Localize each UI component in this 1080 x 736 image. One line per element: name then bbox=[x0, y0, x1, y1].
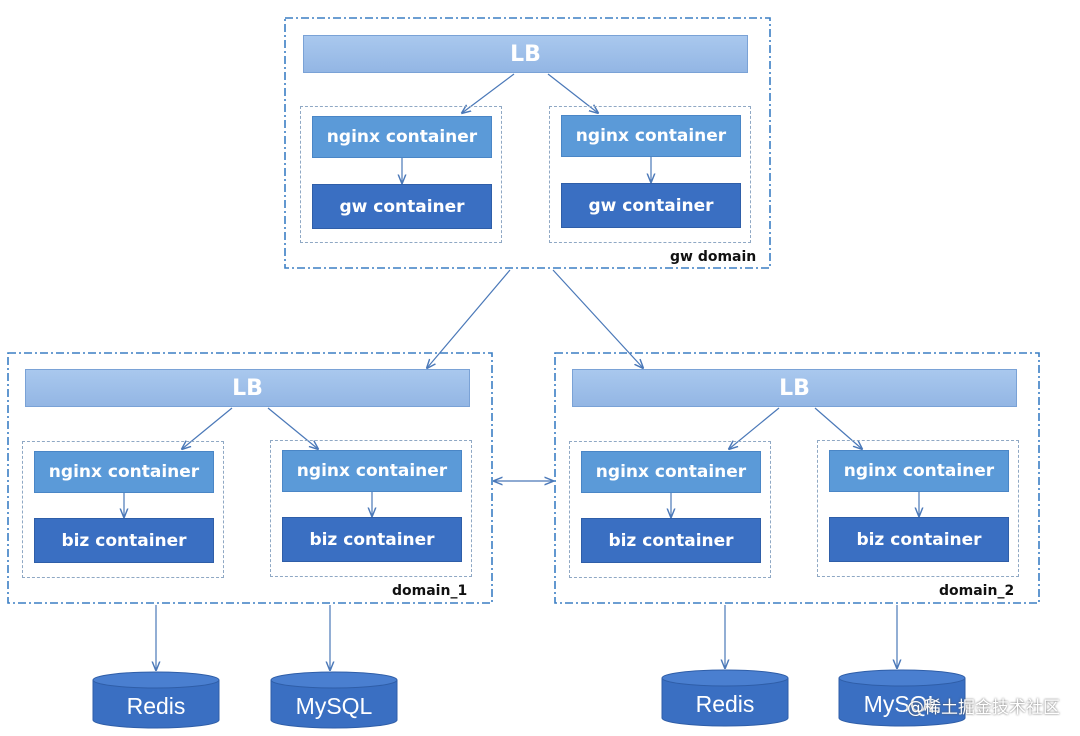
domain-2-redis-db: Redis bbox=[661, 669, 789, 727]
domain-1-redis-db: Redis bbox=[92, 671, 220, 729]
arrow-gw-to-domain-2 bbox=[552, 269, 643, 368]
domain-1-nginx-container-2: nginx container bbox=[282, 450, 462, 492]
gw-nginx-container-1: nginx container bbox=[312, 116, 492, 158]
arrow-d1-lb-to-nginx-1 bbox=[182, 407, 233, 449]
database-cylinder-icon bbox=[270, 671, 398, 729]
domain-1-mysql-db: MySQL bbox=[270, 671, 398, 729]
database-label: MySQL bbox=[863, 691, 941, 717]
domain-1-nginx-container-1: nginx container bbox=[34, 451, 214, 493]
domain-2-border bbox=[554, 352, 1040, 604]
domain-2-nginx-container-1: nginx container bbox=[581, 451, 761, 493]
domain-2-biz-container-2: biz container bbox=[829, 517, 1009, 562]
domain-1-lb: LB bbox=[25, 369, 470, 407]
domain-2-label: domain_2 bbox=[939, 583, 1015, 599]
domain-2-mysql-db: MySQL bbox=[838, 669, 966, 727]
gw-lb: LB bbox=[303, 35, 748, 73]
watermark: @稀土掘金技术社区 bbox=[907, 698, 1060, 718]
gw-container-2: gw container bbox=[561, 183, 741, 228]
domain-2-biz-container-1: biz container bbox=[581, 518, 761, 563]
domain-1-border bbox=[7, 352, 493, 604]
database-cylinder-icon bbox=[661, 669, 789, 727]
domain-2-pod-1 bbox=[569, 441, 771, 578]
domain-2-lb: LB bbox=[572, 369, 1017, 407]
domain-1-biz-container-2: biz container bbox=[282, 517, 462, 562]
arrow-d2-lb-to-nginx-1 bbox=[729, 407, 780, 449]
domain-2-nginx-container-2: nginx container bbox=[829, 450, 1009, 492]
gw-container-1: gw container bbox=[312, 184, 492, 229]
domain-2-pod-2 bbox=[817, 440, 1019, 577]
domain-1-pod-2 bbox=[270, 440, 472, 577]
gw-domain-border bbox=[284, 17, 771, 269]
gw-nginx-container-2: nginx container bbox=[561, 115, 741, 157]
database-label: Redis bbox=[695, 691, 755, 717]
domain-1-biz-container-1: biz container bbox=[34, 518, 214, 563]
arrow-d2-lb-to-nginx-2 bbox=[814, 407, 862, 449]
gw-pod-1 bbox=[300, 106, 502, 243]
arrow-gw-to-domain-1 bbox=[427, 269, 511, 368]
domain-1-label: domain_1 bbox=[392, 583, 468, 599]
database-label: Redis bbox=[126, 693, 186, 719]
database-label: MySQL bbox=[295, 693, 373, 719]
database-cylinder-icon bbox=[92, 671, 220, 729]
gw-domain-label: gw domain bbox=[670, 249, 757, 265]
gw-pod-2 bbox=[549, 106, 751, 243]
domain-1-pod-1 bbox=[22, 441, 224, 578]
arrow-d1-lb-to-nginx-2 bbox=[267, 407, 318, 449]
database-cylinder-icon bbox=[838, 669, 966, 727]
